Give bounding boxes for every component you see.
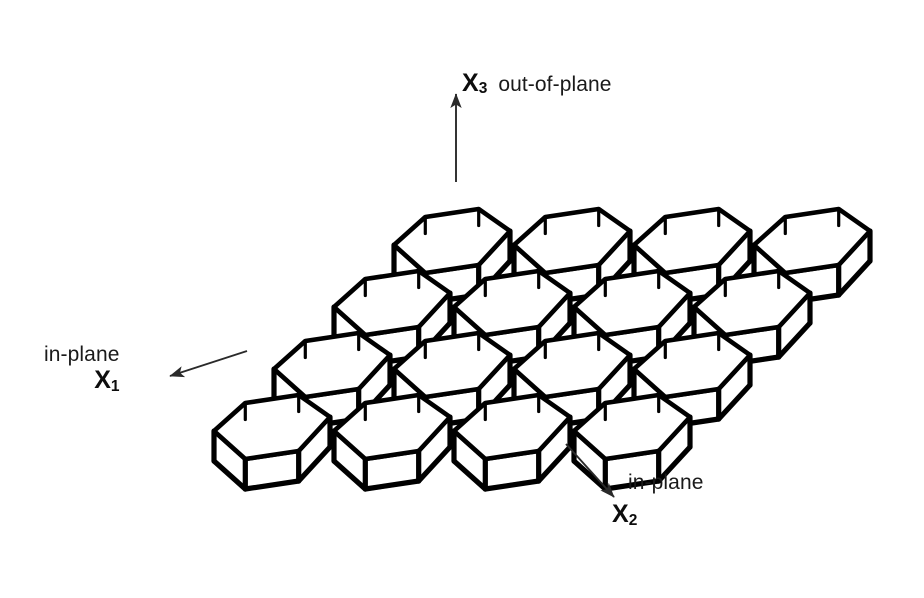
honeycomb-core-structure: [211, 206, 873, 492]
x1-symbol: X1: [94, 366, 120, 395]
x3-axis-label: X3 out-of-plane: [462, 69, 612, 98]
honeycomb-cell: [451, 392, 573, 492]
x2-axis-label: in-plane X2: [612, 471, 704, 529]
x1-arrow: [169, 350, 248, 378]
x2-symbol: X2: [612, 500, 638, 529]
honeycomb-cell: [571, 392, 693, 492]
x2-arrow: [565, 443, 615, 498]
x1-axis-label: in-plane X1: [44, 343, 120, 395]
honeycomb-cell: [211, 392, 333, 492]
x3-description: out-of-plane: [498, 73, 612, 96]
x1-description: in-plane: [44, 343, 120, 366]
x2-description: in-plane: [628, 471, 704, 494]
x3-symbol: X3: [462, 69, 488, 98]
honeycomb-row: [211, 392, 693, 492]
honeycomb-cell: [331, 392, 453, 492]
